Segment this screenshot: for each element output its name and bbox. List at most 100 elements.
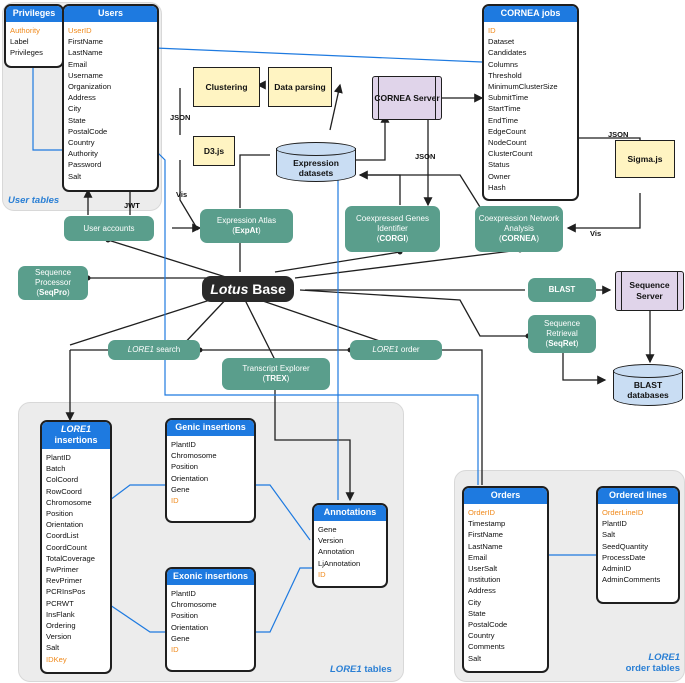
edge-label-vis: Vis (176, 190, 188, 199)
table-field: Address (68, 93, 96, 103)
lore1-search-node[interactable]: LORE1 search (108, 340, 200, 360)
table-field: PCRInsPos (46, 587, 86, 597)
table-field: Gene (171, 484, 190, 494)
table-field: RowCoord (46, 486, 82, 496)
table-title: Annotations (314, 505, 386, 521)
table-field: Authority (68, 149, 98, 159)
table-field: PlantID (602, 519, 627, 529)
table-field: Gene (171, 633, 190, 643)
table-field: TotalCoverage (46, 553, 95, 563)
table-field: Address (468, 586, 496, 596)
table-field: LastName (68, 48, 103, 58)
table-field: Chromosome (171, 451, 217, 461)
table-field: Candidates (488, 48, 527, 58)
table-field: Chromosome (46, 497, 92, 507)
edge-label-json: JSON (608, 130, 629, 139)
table-field: Position (171, 462, 199, 472)
table-field: Orientation (46, 520, 84, 530)
table-field: Username (68, 70, 104, 80)
table-title: Users (64, 6, 157, 22)
table-field: City (68, 104, 82, 114)
table-field: FwPrimer (46, 565, 79, 575)
table-field: CoordCount (46, 542, 87, 552)
corgi-node[interactable]: Coexpressed Genes Identifier(CORGI) (345, 206, 440, 252)
table-field: Status (488, 160, 510, 170)
sequence-server-node[interactable]: Sequence Server (615, 271, 684, 311)
cornea-server-node[interactable]: CORNEA Server (372, 76, 442, 120)
table-field: EndTime (488, 115, 519, 125)
table-field: InsFlank (46, 609, 75, 619)
table-field: PostalCode (68, 126, 108, 136)
table-field: Gene (318, 525, 337, 534)
table-field: Salt (602, 530, 616, 540)
table-field: Owner (488, 171, 511, 181)
table-field: Institution (468, 575, 501, 585)
cornea-node[interactable]: Coexpression Network Analysis(CORNEA) (475, 206, 563, 252)
table-field: UserID (68, 26, 92, 35)
clustering-note: Clustering (193, 67, 260, 107)
table-field: ClusterCount (488, 149, 533, 159)
table-field: SubmitTime (488, 93, 529, 103)
table-field: Comments (468, 642, 505, 652)
table-field: Orientation (171, 473, 209, 483)
seqpro-node[interactable]: Sequence Processor(SeqPro) (18, 266, 88, 300)
table-field: CoordList (46, 531, 79, 541)
table-field: Label (10, 37, 29, 47)
blast-node[interactable]: BLAST (528, 278, 596, 302)
table-field: AdminComments (602, 575, 661, 585)
table-field: PlantID (171, 589, 196, 598)
table-title: Ordered lines (598, 488, 678, 504)
table-field: FirstName (68, 37, 104, 47)
table-field: SeedQuantity (602, 541, 649, 551)
table-field: Privileges (10, 48, 43, 58)
blast-databases-db: BLAST databases (613, 364, 683, 406)
table-field: RevPrimer (46, 576, 82, 586)
table-title: Orders (464, 488, 547, 504)
table-field: Threshold (488, 70, 522, 80)
table-field: PostalCode (468, 620, 508, 630)
data-parsing-note: Data parsing (268, 67, 332, 107)
user-tables-label: User tables (8, 195, 60, 206)
lotus-base-hub[interactable]: Lotus Base (202, 276, 294, 302)
expression-datasets-db: Expression datasets (276, 142, 356, 182)
trex-node[interactable]: Transcript Explorer(TREX) (222, 358, 330, 390)
table-title: CORNEA jobs (484, 6, 577, 22)
d3js-note: D3.js (193, 136, 235, 166)
table-field: State (468, 608, 486, 618)
table-field: MinimumClusterSize (488, 82, 558, 92)
edge-label-vis: Vis (590, 229, 602, 238)
table-field: Organization (68, 82, 112, 92)
expression-atlas-node[interactable]: Expression Atlas(ExpAt) (200, 209, 293, 243)
table-field: OrderLineID (602, 508, 644, 517)
table-field: Batch (46, 464, 66, 474)
seqret-node[interactable]: Sequence Retrieval(SeqRet) (528, 315, 596, 353)
edge-label-json: JSON (415, 152, 436, 161)
table-field: Authority (10, 26, 40, 35)
sigmajs-note: Sigma.js (615, 140, 675, 178)
user-accounts-node[interactable]: User accounts (64, 216, 154, 241)
table-field: Timestamp (468, 519, 506, 529)
table-field: PlantID (171, 440, 196, 449)
lore1-order-node[interactable]: LORE1 order (350, 340, 442, 360)
table-field: LjAnnotation (318, 558, 361, 568)
table-field: EdgeCount (488, 126, 526, 136)
table-field: ID (171, 496, 179, 506)
